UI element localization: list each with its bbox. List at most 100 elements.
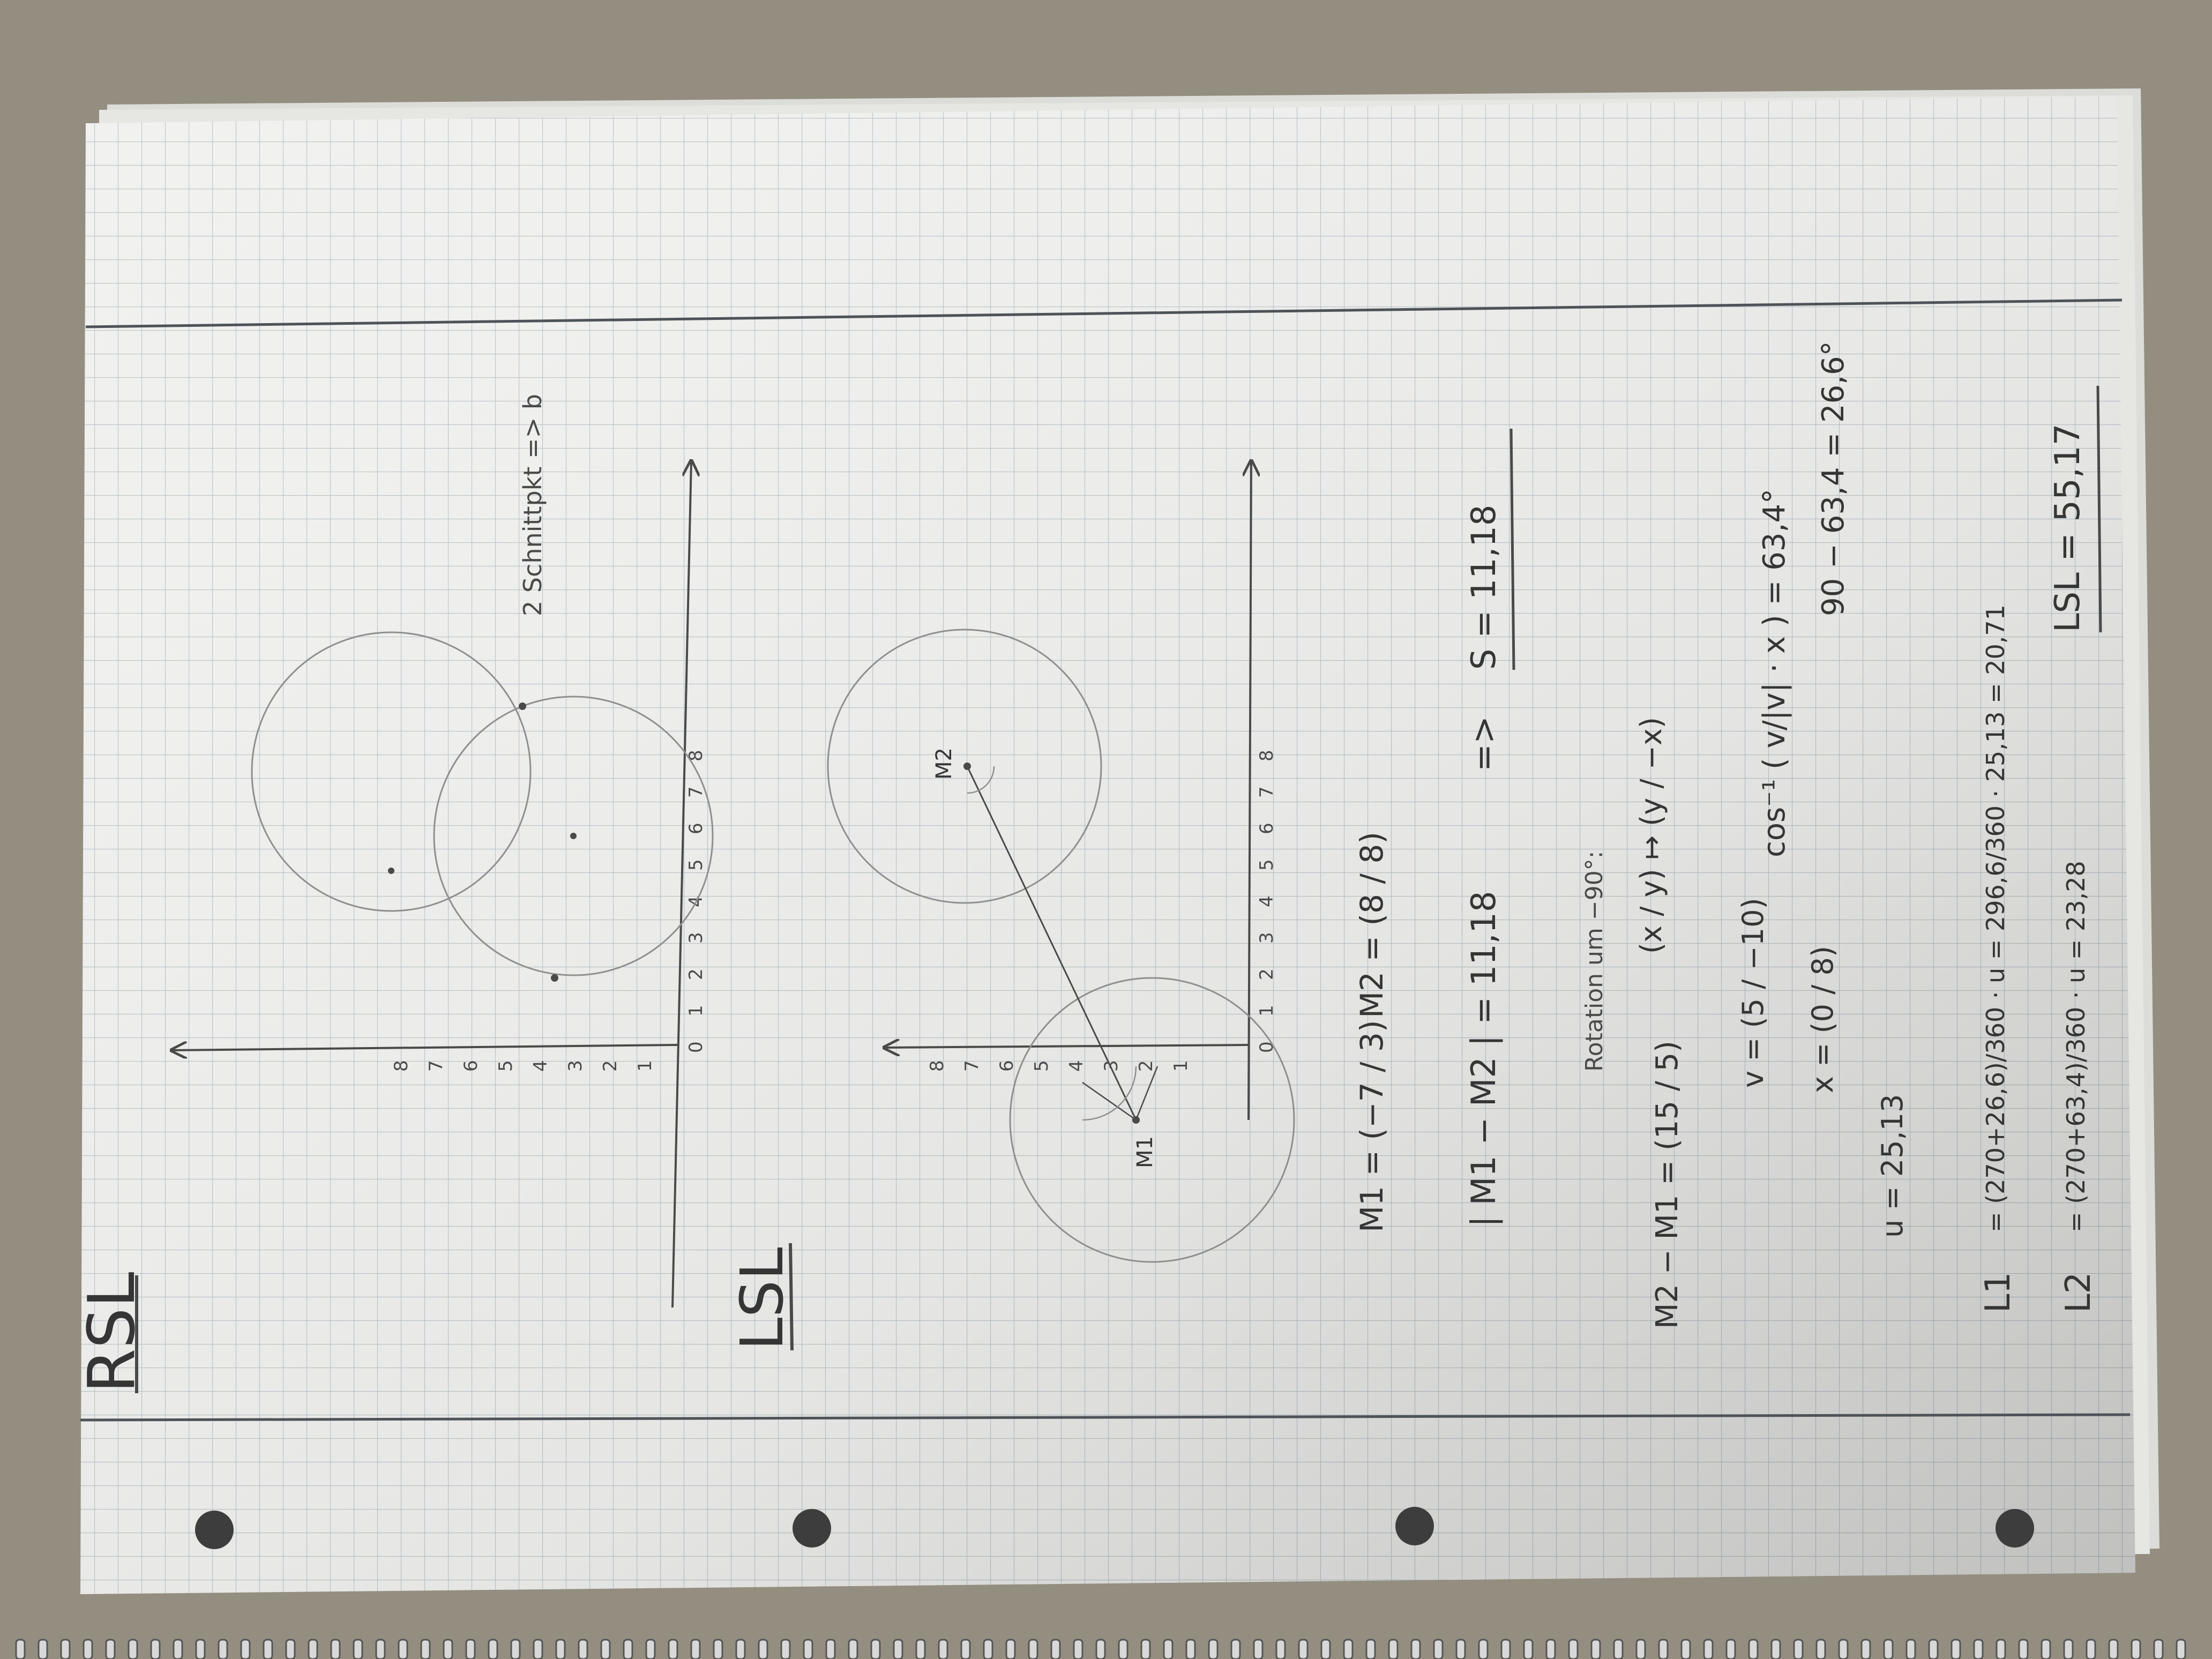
spiral-ring (1523, 1639, 1534, 1659)
l1-equation: = (270+26,6)/360 · u = 296,6/360 · 25,13… (1981, 604, 2010, 1232)
spiral-ring (983, 1639, 993, 1659)
spiral-ring (173, 1639, 183, 1659)
punch-hole (195, 1511, 234, 1549)
spiral-ring (488, 1639, 498, 1659)
spiral-ring (668, 1639, 678, 1659)
spiral-ring (1208, 1639, 1219, 1659)
spiral-ring (713, 1639, 723, 1659)
spiral-ring (1320, 1639, 1331, 1659)
spiral-ring (1996, 1639, 2006, 1659)
punch-hole (1996, 1509, 2034, 1548)
spiral-ring (15, 1639, 26, 1659)
spiral-ring (375, 1639, 386, 1659)
spiral-ring (83, 1639, 93, 1659)
spiral-ring (1365, 1639, 1376, 1659)
lsl-m2-point (963, 763, 971, 770)
spiral-ring (308, 1639, 318, 1659)
rsl-y-tick-label: 8 (391, 1060, 412, 1072)
eq-m2: M2 = (8 / 8) (1354, 832, 1390, 1018)
lsl-x-tick-label: 8 (1256, 750, 1277, 761)
spiral-ring (1410, 1639, 1421, 1659)
spiral-ring (2153, 1639, 2164, 1659)
rsl-x-tick-label: 3 (685, 932, 707, 944)
eq-m1: M1 = (−7 / 3) (1354, 1020, 1390, 1232)
spiral-ring (1883, 1639, 1894, 1659)
spiral-ring (1793, 1639, 1804, 1659)
punch-hole (1395, 1507, 1434, 1545)
implies-arrow: => (1464, 716, 1503, 772)
spiral-ring (1028, 1639, 1038, 1659)
spiral-ring (758, 1639, 768, 1659)
spiral-ring (1163, 1639, 1174, 1659)
spiral-ring (960, 1639, 971, 1659)
lsl-y-tick-label: 5 (1031, 1060, 1052, 1072)
eq-distance: | M1 − M2 | = 11,18 (1464, 891, 1504, 1227)
rsl-x-tick-label: 2 (685, 968, 707, 980)
lsl-y-tick-label: 7 (961, 1060, 983, 1072)
spiral-ring (510, 1639, 521, 1659)
spiral-ring (1951, 1639, 1961, 1659)
spiral-ring (1253, 1639, 1264, 1659)
spiral-ring (1433, 1639, 1444, 1659)
angle-equation: 90 − 63,4 = 26,6° (1816, 341, 1851, 616)
spiral-ring (2041, 1639, 2051, 1659)
spiral-ring (1725, 1639, 1736, 1659)
spiral-ring (1905, 1639, 1916, 1659)
spiral-ring (600, 1639, 611, 1659)
spiral-ring (915, 1639, 926, 1659)
spiral-ring (263, 1639, 273, 1659)
rsl-y-tick-label: 1 (634, 1060, 656, 1072)
spiral-binding (15, 1639, 2186, 1659)
spiral-ring (1005, 1639, 1016, 1659)
rotation-map: (x / y) ↦ (y / −x) (1634, 717, 1668, 954)
lsl-y-tick-label: 2 (1135, 1060, 1157, 1072)
rsl-intersection-point (519, 703, 526, 710)
spiral-ring (1455, 1639, 1466, 1659)
spiral-ring (1298, 1639, 1309, 1659)
lsl-heading: LSL (728, 1247, 796, 1350)
spiral-ring (1770, 1639, 1781, 1659)
rsl-center-point (570, 833, 577, 839)
spiral-ring (938, 1639, 948, 1659)
lsl-x-tick-label: 3 (1256, 932, 1277, 944)
spiral-ring (195, 1639, 206, 1659)
rsl-x-tick-label: 7 (685, 786, 707, 798)
spiral-ring (1275, 1639, 1286, 1659)
spiral-ring (825, 1639, 836, 1659)
u-value: u = 25,13 (1875, 1094, 1909, 1238)
punch-hole (793, 1509, 831, 1548)
spiral-ring (1050, 1639, 1061, 1659)
spiral-ring (690, 1639, 701, 1659)
rsl-x-tick-label: 1 (685, 1005, 707, 1017)
v-vector: v = (5 / −10) (1736, 898, 1770, 1088)
spiral-ring (1635, 1639, 1646, 1659)
rsl-y-tick-label: 5 (495, 1060, 517, 1072)
spiral-ring (1703, 1639, 1714, 1659)
rsl-x-tick-label: 6 (685, 823, 707, 834)
eq-diff: M2 − M1 = (15 / 5) (1650, 1041, 1685, 1329)
spiral-ring (555, 1639, 566, 1659)
spiral-ring (150, 1639, 161, 1659)
rsl-x-tick-label: 5 (685, 859, 707, 871)
rsl-y-tick-label: 2 (600, 1060, 621, 1072)
rotation-title: Rotation um −90°: (1581, 851, 1608, 1072)
spiral-ring (1185, 1639, 1196, 1659)
bottom-margin-line (80, 1413, 2131, 1422)
lsl-y-tick-label: 8 (926, 1060, 948, 1072)
cos-equation: cos⁻¹ ( v/|v| · x ) = 63,4° (1757, 489, 1792, 857)
spiral-ring (1095, 1639, 1106, 1659)
lsl-x-tick-label: 6 (1256, 823, 1277, 834)
spiral-ring (353, 1639, 363, 1659)
rsl-circle-1 (251, 631, 532, 912)
rsl-center-point (388, 868, 394, 874)
spiral-ring (533, 1639, 543, 1659)
lsl-y-tick-label: 6 (996, 1060, 1018, 1072)
rsl-heading: RSL (75, 1272, 150, 1393)
spiral-ring (38, 1639, 48, 1659)
